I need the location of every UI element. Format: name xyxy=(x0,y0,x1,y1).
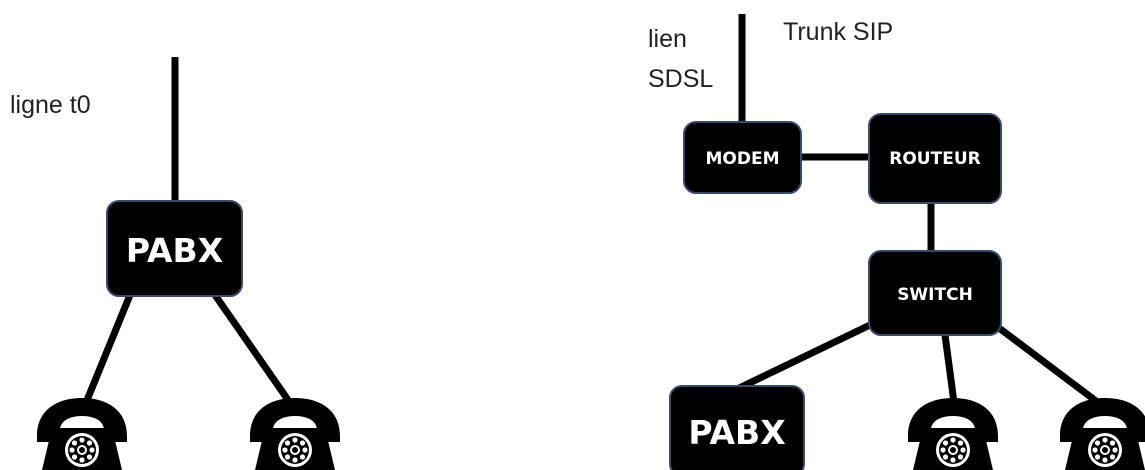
line-t0-label: ligne t0 xyxy=(10,91,91,119)
switch-node: SWITCH xyxy=(868,250,1002,336)
switch-phone-wire-1 xyxy=(941,334,959,411)
switch-phone-wire-2 xyxy=(992,322,1111,413)
pabx-label-right: PABX xyxy=(688,413,785,452)
pabx-label-left: PABX xyxy=(126,231,223,270)
modem-label: MODEM xyxy=(705,149,779,169)
telephone-icon xyxy=(1060,398,1145,470)
router-label: ROUTEUR xyxy=(889,149,980,169)
pabx-phone-wire-left xyxy=(79,293,134,412)
sdsl-link-label-line2: SDSL xyxy=(648,65,713,93)
pabx-node-left: PABX xyxy=(106,200,243,297)
sdsl-link-label-line1: lien xyxy=(648,25,687,53)
router-node: ROUTEUR xyxy=(868,113,1002,204)
switch-label: SWITCH xyxy=(897,285,973,305)
modem-node: MODEM xyxy=(683,121,802,194)
trunk-sip-label: Trunk SIP xyxy=(783,18,893,46)
telephone-icon xyxy=(37,398,127,470)
telephone-icon xyxy=(908,398,998,470)
pabx-node-right: PABX xyxy=(669,385,805,470)
telephone-icon xyxy=(250,398,340,470)
switch-pabx-wire xyxy=(733,321,872,394)
pabx-phone-wire-right xyxy=(212,293,298,412)
